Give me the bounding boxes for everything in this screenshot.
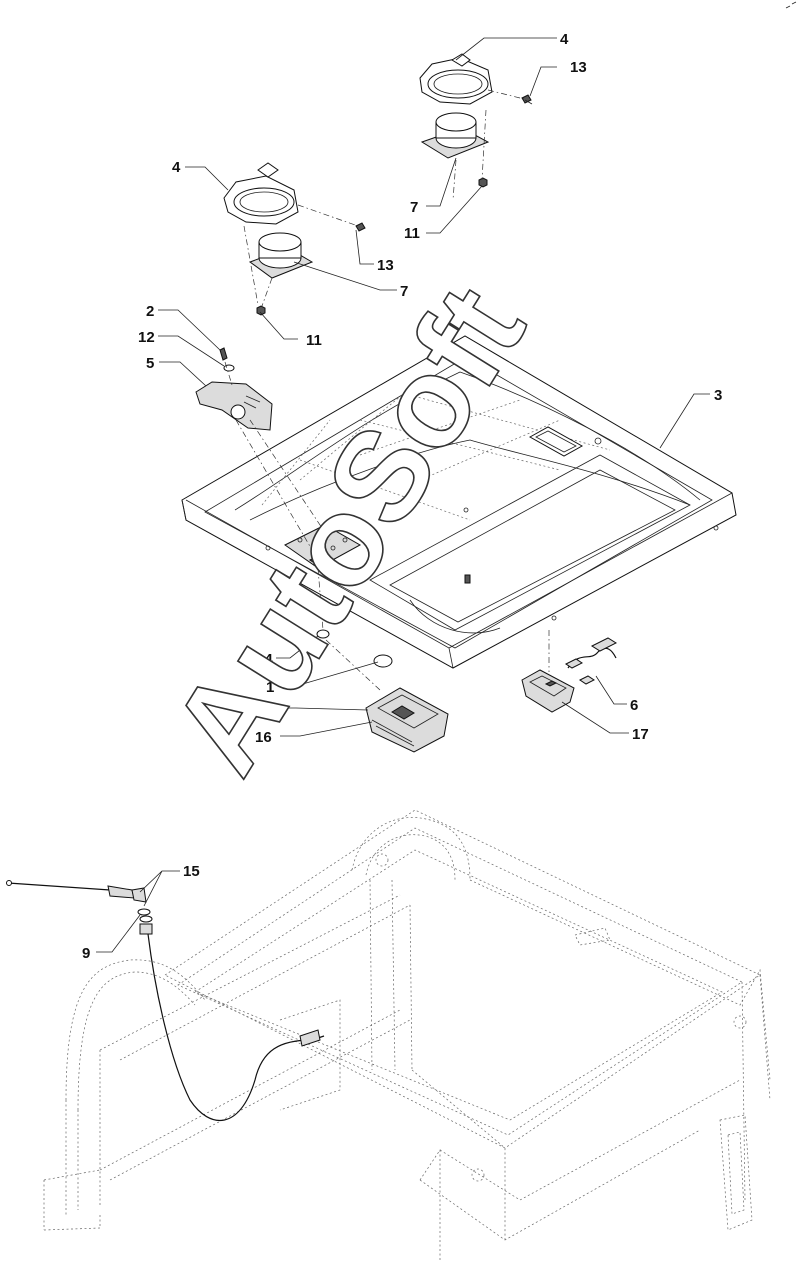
antenna-assembly: [6, 880, 325, 1122]
speaker-bracket-left: [223, 162, 299, 225]
mounting-plate: [195, 381, 273, 431]
callout-labels: 4 13 7 11 4 13 7 11 2 12 5 3 14 1 10 16 …: [82, 31, 722, 962]
screw-2: [219, 347, 228, 361]
callout-2: 2: [146, 303, 154, 320]
callout-17: 17: [632, 726, 649, 743]
cab-frame: [43, 809, 771, 1260]
callout-11-left: 11: [306, 332, 322, 349]
callout-10: 10: [255, 701, 272, 718]
callout-6: 6: [630, 697, 638, 714]
callout-15: 15: [183, 863, 200, 880]
callout-7-left: 7: [400, 283, 408, 300]
callout-3: 3: [714, 387, 722, 404]
dome-light: [521, 669, 575, 713]
wiring-harness: [565, 637, 618, 685]
screw-upper: [521, 94, 533, 105]
corner-mark: [785, 1, 797, 9]
callout-16: 16: [255, 729, 272, 746]
callout-11-top: 11: [404, 225, 420, 242]
nut-upper: [478, 177, 488, 188]
callout-13-top: 13: [570, 59, 587, 76]
callout-14: 14: [256, 651, 273, 668]
callout-5: 5: [146, 355, 154, 372]
grab-handle-assembly: [365, 654, 449, 753]
callout-9: 9: [82, 945, 90, 962]
screw-left: [355, 222, 366, 232]
callout-leaders: [96, 37, 710, 953]
nut-left: [256, 305, 266, 316]
speaker-left: [248, 232, 314, 279]
callout-12: 12: [138, 329, 155, 346]
speaker-upper: [420, 112, 490, 159]
washer-12: [223, 364, 235, 372]
callout-1: 1: [266, 679, 274, 696]
speaker-bracket-upper: [419, 53, 493, 105]
washer-14: [316, 629, 330, 639]
headliner-panel: [181, 335, 737, 669]
callout-13-left: 13: [377, 257, 394, 274]
callout-4-top: 4: [560, 31, 569, 48]
callout-7-top: 7: [410, 199, 418, 216]
callout-4-left: 4: [172, 159, 181, 176]
